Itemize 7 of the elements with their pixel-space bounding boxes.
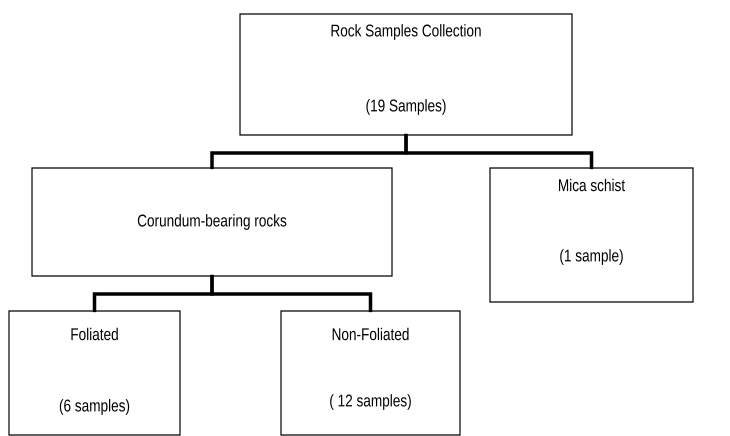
category-box: Rock Samples Collection (19 Samples) <box>239 13 573 136</box>
category-box: Non-Foliated ( 12 samples) <box>280 310 461 436</box>
category-box: Mica schist (1 sample) <box>489 167 694 303</box>
connector <box>404 134 594 170</box>
category-box: Foliated (6 samples) <box>8 310 181 436</box>
connector <box>210 274 372 312</box>
category-box: Corundum-bearing rocks <box>31 167 393 277</box>
